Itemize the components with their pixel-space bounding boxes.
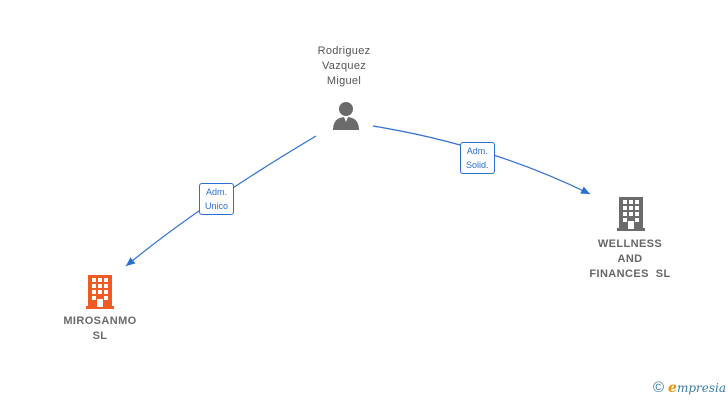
person-name-line-3: Miguel xyxy=(326,75,362,87)
company-name-line-2: SL xyxy=(92,330,108,342)
person-name-line-2: Vazquez xyxy=(321,60,367,72)
edge-label-line-1: Adm. xyxy=(466,146,488,156)
person-name-line-1: Rodriguez xyxy=(317,45,371,57)
company-name-line-1: MIROSANMO xyxy=(63,315,137,327)
edge-label-adm-solid: Adm. Solid. xyxy=(460,142,495,174)
company-name-mirosanmo[interactable]: MIROSANMO SL xyxy=(50,314,150,344)
building-icon[interactable] xyxy=(86,275,114,309)
company-name-line-3: FINANCES SL xyxy=(589,268,671,280)
edge-label-adm-unico: Adm. Unico xyxy=(199,183,235,215)
edge-label-line-1: Adm. xyxy=(206,187,228,197)
brand-logo-initial: e xyxy=(668,379,677,396)
edge-label-line-2: Solid. xyxy=(466,160,489,170)
person-icon[interactable] xyxy=(331,100,361,130)
brand-logo: © e mpresia xyxy=(653,379,726,396)
brand-logo-text: mpresia xyxy=(676,380,726,395)
company-name-line-2: AND xyxy=(617,253,643,265)
company-name-line-1: WELLNESS xyxy=(597,238,663,250)
company-name-wellness[interactable]: WELLNESS AND FINANCES SL xyxy=(578,237,682,282)
person-name-label[interactable]: Rodriguez Vazquez Miguel xyxy=(296,44,392,89)
edge-label-line-2: Unico xyxy=(205,201,229,211)
building-icon[interactable] xyxy=(617,197,645,231)
copyright-symbol: © xyxy=(652,379,665,396)
